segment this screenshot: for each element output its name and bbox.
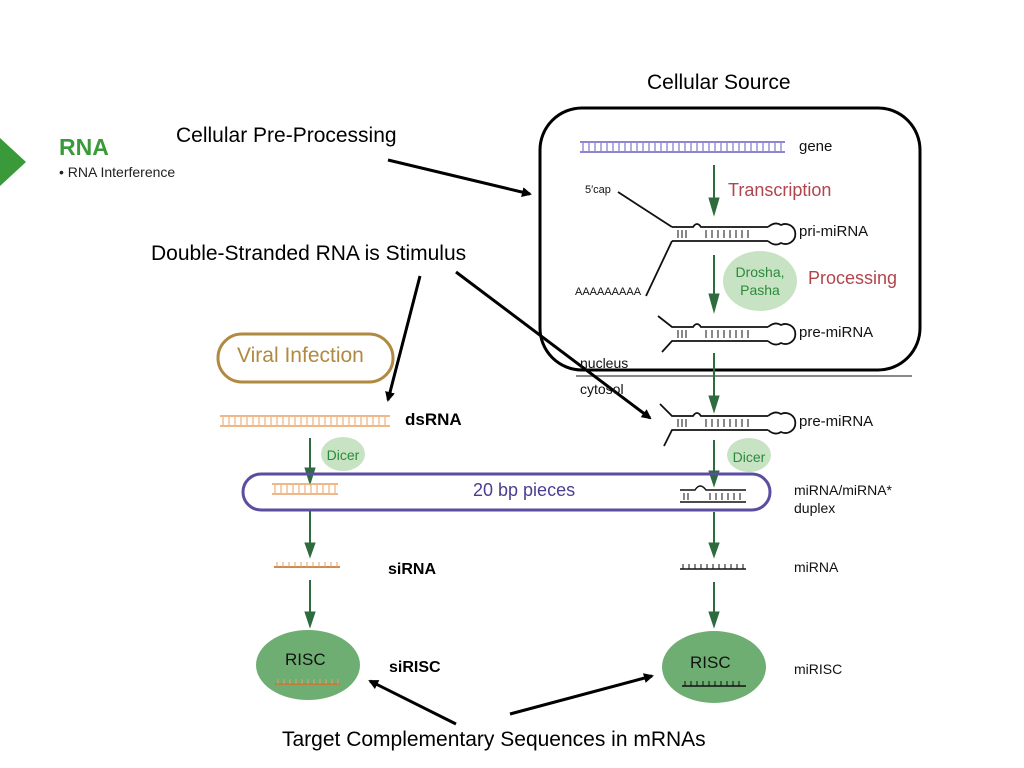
label-risc-mirna: RISC bbox=[690, 653, 731, 672]
label-bp-pieces: 20 bp pieces bbox=[473, 480, 576, 500]
mirna-duplex bbox=[680, 485, 746, 503]
dicer-bubble-sirna bbox=[321, 437, 365, 471]
sirna-duplex bbox=[272, 483, 338, 495]
arrow-export bbox=[708, 353, 720, 414]
arrow-stimulus-to-dsrna bbox=[385, 275, 422, 402]
label-dsrna: dsRNA bbox=[405, 410, 462, 429]
label-viral-infection: Viral Infection bbox=[237, 344, 364, 367]
mirna-strand bbox=[680, 564, 746, 570]
label-mirna: miRNA bbox=[794, 559, 839, 575]
viral-infection-pill bbox=[216, 332, 395, 384]
sirisc-complex bbox=[256, 630, 360, 700]
dsrna-strand bbox=[220, 415, 390, 427]
label-sirna: siRNA bbox=[388, 561, 437, 578]
arrow-mirna-risc bbox=[708, 582, 720, 629]
sirisc-strand bbox=[275, 679, 340, 685]
label-cellular-preprocessing: Cellular Pre-Processing bbox=[176, 124, 397, 147]
annotation-arrows bbox=[368, 158, 654, 726]
arrow-preprocessing bbox=[387, 158, 532, 197]
pri-mirna-hairpin bbox=[617, 191, 797, 297]
arrow-sirna-unwind bbox=[304, 510, 316, 559]
flow-arrows bbox=[304, 165, 720, 629]
slide-marker-triangle bbox=[0, 138, 26, 186]
label-target-sequences: Target Complementary Sequences in mRNAs bbox=[282, 728, 706, 751]
label-cytosol: cytosol bbox=[580, 381, 624, 397]
slide-bullet: • RNA Interference bbox=[59, 164, 176, 180]
label-pri-mirna: pri-miRNA bbox=[799, 223, 869, 240]
arrow-sirna-dicer bbox=[304, 438, 316, 486]
drosha-pasha-bubble bbox=[723, 251, 797, 311]
label-duplex-line2: duplex bbox=[794, 500, 836, 516]
arrow-sirna-risc bbox=[304, 580, 316, 629]
arrow-transcription bbox=[708, 165, 720, 217]
label-pre-mirna-cytosol: pre-miRNA bbox=[799, 413, 874, 430]
label-sirisc: siRISC bbox=[389, 659, 441, 676]
label-risc-sirna: RISC bbox=[285, 650, 326, 669]
slide-heading: RNA bbox=[59, 134, 109, 160]
mirisc-strand bbox=[682, 681, 746, 687]
label-dicer-sirna: Dicer bbox=[326, 447, 360, 463]
arrow-mirna-dicer bbox=[708, 440, 720, 488]
sirna-strand bbox=[274, 562, 340, 568]
dicer-bubble-mirna bbox=[727, 438, 771, 472]
label-nucleus: nucleus bbox=[580, 355, 629, 371]
label-5cap: 5′cap bbox=[585, 184, 611, 196]
arrow-target-to-sirisc bbox=[368, 679, 457, 726]
label-dicer-mirna: Dicer bbox=[732, 449, 766, 465]
arrow-target-to-mirisc bbox=[509, 673, 654, 716]
arrow-processing bbox=[708, 255, 720, 314]
arrow-stimulus-to-premirna bbox=[455, 270, 652, 420]
arrow-mirna-unwind bbox=[708, 512, 720, 559]
bp-pieces-box bbox=[241, 472, 772, 512]
label-pasha: Pasha bbox=[740, 282, 780, 298]
mirisc-complex bbox=[662, 631, 766, 703]
label-pre-mirna-nucleus: pre-miRNA bbox=[799, 324, 874, 341]
label-transcription: Transcription bbox=[728, 180, 832, 200]
label-cellular-source: Cellular Source bbox=[647, 71, 791, 94]
label-mirisc: miRISC bbox=[794, 661, 843, 677]
label-processing: Processing bbox=[808, 268, 898, 288]
gene-strand bbox=[580, 141, 785, 153]
nucleus-box bbox=[538, 106, 922, 372]
label-gene: gene bbox=[799, 138, 833, 155]
label-drosha: Drosha, bbox=[735, 264, 785, 280]
pre-mirna-cytosol-hairpin bbox=[659, 403, 797, 447]
label-duplex-line1: miRNA/miRNA* bbox=[794, 482, 892, 498]
pre-mirna-nucleus-hairpin bbox=[657, 315, 797, 353]
label-dsrna-stimulus: Double-Stranded RNA is Stimulus bbox=[151, 242, 467, 265]
label-polya-tail: AAAAAAAAA bbox=[575, 286, 642, 298]
